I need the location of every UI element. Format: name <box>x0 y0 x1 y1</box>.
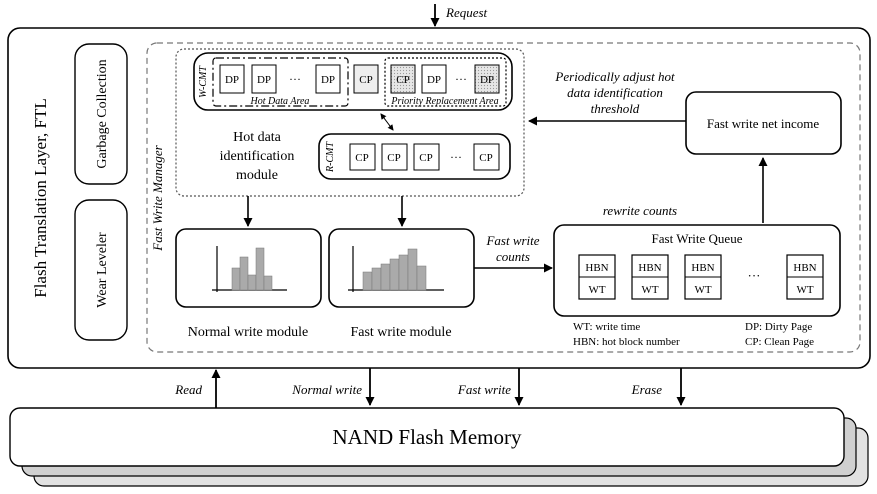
periodic-note-line: threshold <box>591 101 640 116</box>
wcmt-page-label: DP <box>225 74 239 86</box>
hot-module-label-line: Hot data <box>233 130 282 145</box>
legend-dp: DP: Dirty Page <box>745 321 812 333</box>
priority-area-label: Priority Replacement Area <box>390 96 498 107</box>
priority-page-label: CP <box>396 74 409 86</box>
queue-item-wt: WT <box>588 284 605 296</box>
request-label: Request <box>445 5 488 20</box>
queue-item-wt: WT <box>641 284 658 296</box>
wcmt-page-label: DP <box>257 74 271 86</box>
rewrite-counts-label: rewrite counts <box>603 203 677 218</box>
rcmt-page-label: CP <box>479 152 492 164</box>
queue-item: HBN WT <box>632 255 668 299</box>
fast-write-manager-label: Fast Write Manager <box>150 144 165 251</box>
rcmt-label: R-CMT <box>325 141 336 173</box>
rcmt-ellipsis: ··· <box>450 150 462 164</box>
legend-wt: WT: write time <box>573 321 640 333</box>
queue-item-wt: WT <box>796 284 813 296</box>
queue-item: HBN WT <box>787 255 823 299</box>
fast-write-module-label: Fast write module <box>350 325 451 340</box>
fast-write-counts-label: Fast write <box>485 233 539 248</box>
rcmt-page-label: CP <box>387 152 400 164</box>
normal-write-module-box <box>176 229 321 307</box>
wcmt-clean-page-label: CP <box>359 74 372 86</box>
hot-module-label-line: identification <box>220 149 295 164</box>
rcmt-page-label: CP <box>419 152 432 164</box>
queue-item: HBN WT <box>579 255 615 299</box>
queue-item-hbn: HBN <box>793 262 816 274</box>
fast-write-queue-title: Fast Write Queue <box>652 231 743 246</box>
priority-page-label: DP <box>480 74 494 86</box>
queue-item-wt: WT <box>694 284 711 296</box>
wcmt-label: W-CMT <box>198 65 209 98</box>
wcmt-page-label: DP <box>321 74 335 86</box>
ftl-title: Flash Translation Layer, FTL <box>31 98 50 298</box>
queue-item-hbn: HBN <box>638 262 661 274</box>
normal-write-label: Normal write <box>291 382 362 397</box>
hot-module-label-line: module <box>236 168 278 183</box>
legend-hbn: HBN: hot block number <box>573 336 680 348</box>
wcmt-ellipsis: ··· <box>289 72 301 86</box>
fast-write-label: Fast write <box>457 382 511 397</box>
queue-item-hbn: HBN <box>691 262 714 274</box>
garbage-collection-label: Garbage Collection <box>95 59 110 168</box>
priority-ellipsis: ··· <box>455 72 467 86</box>
periodic-note-line: data identification <box>567 85 663 100</box>
net-income-label: Fast write net income <box>707 116 820 131</box>
priority-page-label: DP <box>427 74 441 86</box>
erase-label: Erase <box>631 382 663 397</box>
queue-ellipsis: ··· <box>748 268 761 283</box>
normal-write-module-label: Normal write module <box>188 325 309 340</box>
wear-leveler-label: Wear Leveler <box>95 232 110 308</box>
read-label: Read <box>174 382 202 397</box>
fast-write-counts-label: counts <box>496 249 530 264</box>
rcmt-page-label: CP <box>355 152 368 164</box>
periodic-note-line: Periodically adjust hot <box>554 69 675 84</box>
hot-data-area-label: Hot Data Area <box>250 96 310 107</box>
legend-cp: CP: Clean Page <box>745 336 814 348</box>
nand-label: NAND Flash Memory <box>333 425 522 449</box>
queue-item: HBN WT <box>685 255 721 299</box>
queue-item-hbn: HBN <box>585 262 608 274</box>
